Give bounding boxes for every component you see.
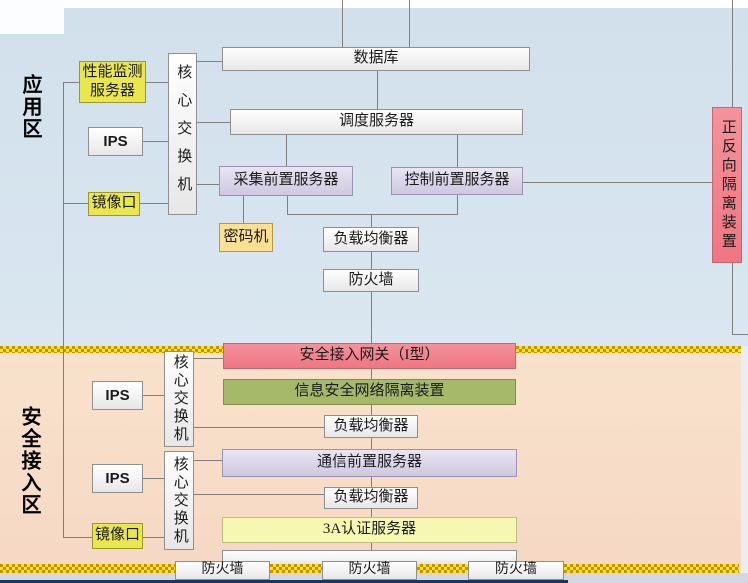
- node-load-balancer-3: 负载均衡器: [324, 487, 418, 509]
- zone-label-application: 应用区: [19, 74, 41, 140]
- connector-line: [63, 203, 88, 204]
- node-core-switch-2: 核心交换机: [164, 351, 194, 447]
- node-database: 数据库: [222, 47, 530, 71]
- node-firewall-bottom-1: 防火墙: [175, 561, 270, 580]
- connector-line: [732, 0, 733, 107]
- node-dispatch-server: 调度服务器: [230, 109, 523, 135]
- connector-line: [457, 195, 458, 214]
- connector-line: [371, 543, 372, 550]
- node-mirror-port-1: 镜像口: [88, 192, 140, 216]
- connector-line: [143, 478, 164, 479]
- connector-line: [371, 477, 372, 487]
- connector-line: [194, 358, 223, 359]
- connector-line: [287, 214, 458, 215]
- zone-label-security-access: 安全接入区: [18, 406, 40, 516]
- node-cipher-machine: 密码机: [219, 223, 273, 252]
- connector-line: [243, 196, 244, 223]
- node-collection-front-server: 采集前置服务器: [219, 166, 353, 196]
- node-info-security-isolation-device: 信息安全网络隔离装置: [223, 379, 516, 405]
- node-performance-monitor-server: 性能监测服务器: [79, 61, 146, 103]
- node-core-switch-3: 核心交换机: [164, 451, 194, 550]
- connector-line: [63, 537, 92, 538]
- node-firewall-bottom-3: 防火墙: [468, 561, 564, 580]
- node-load-balancer-1: 负载均衡器: [323, 227, 419, 252]
- node-control-front-server: 控制前置服务器: [391, 167, 523, 195]
- node-load-balancer-2: 负载均衡器: [324, 415, 418, 438]
- node-firewall-bottom-2: 防火墙: [322, 561, 417, 580]
- connector-line: [371, 438, 372, 449]
- connector-line: [146, 82, 168, 83]
- node-communication-front-server: 通信前置服务器: [222, 449, 517, 477]
- connector-line: [194, 460, 222, 461]
- connector-line: [63, 82, 64, 538]
- right-edge-strip: [741, 346, 748, 583]
- node-ips-1: IPS: [88, 127, 143, 156]
- connector-line: [286, 135, 287, 166]
- node-aaa-auth-server: 3A认证服务器: [222, 517, 517, 543]
- connector-line: [194, 494, 324, 495]
- connector-line: [287, 196, 288, 214]
- node-ips-3: IPS: [92, 464, 143, 493]
- connector-line: [371, 509, 372, 517]
- connector-line: [143, 141, 168, 142]
- node-forward-reverse-isolation-device: 正反向隔离装置: [712, 107, 742, 263]
- connector-line: [732, 263, 733, 334]
- connector-line: [140, 203, 168, 204]
- connector-line: [409, 0, 410, 47]
- node-ips-2: IPS: [92, 381, 143, 410]
- connector-line: [194, 427, 324, 428]
- node-mirror-port-2: 镜像口: [92, 523, 143, 549]
- connector-line: [732, 334, 748, 335]
- connector-line: [143, 537, 164, 538]
- connector-line: [457, 135, 458, 167]
- connector-line: [371, 405, 372, 415]
- connector-line: [371, 214, 372, 227]
- connector-line: [371, 369, 372, 379]
- connector-line: [342, 0, 343, 47]
- connector-line: [371, 252, 372, 269]
- connector-line: [377, 71, 378, 109]
- connector-line: [371, 292, 372, 343]
- connector-line: [523, 182, 712, 183]
- node-firewall-1: 防火墙: [323, 269, 419, 292]
- connector-line: [197, 61, 222, 62]
- connector-line: [197, 122, 230, 123]
- connector-line: [197, 184, 219, 185]
- node-security-access-gateway: 安全接入网关（I型）: [223, 343, 516, 369]
- node-core-switch-1: 核心交换机: [168, 53, 197, 215]
- connector-line: [143, 395, 164, 396]
- top-left-white-corner: [0, 0, 64, 34]
- connector-line: [63, 82, 79, 83]
- bottom-dark-line: [0, 580, 568, 583]
